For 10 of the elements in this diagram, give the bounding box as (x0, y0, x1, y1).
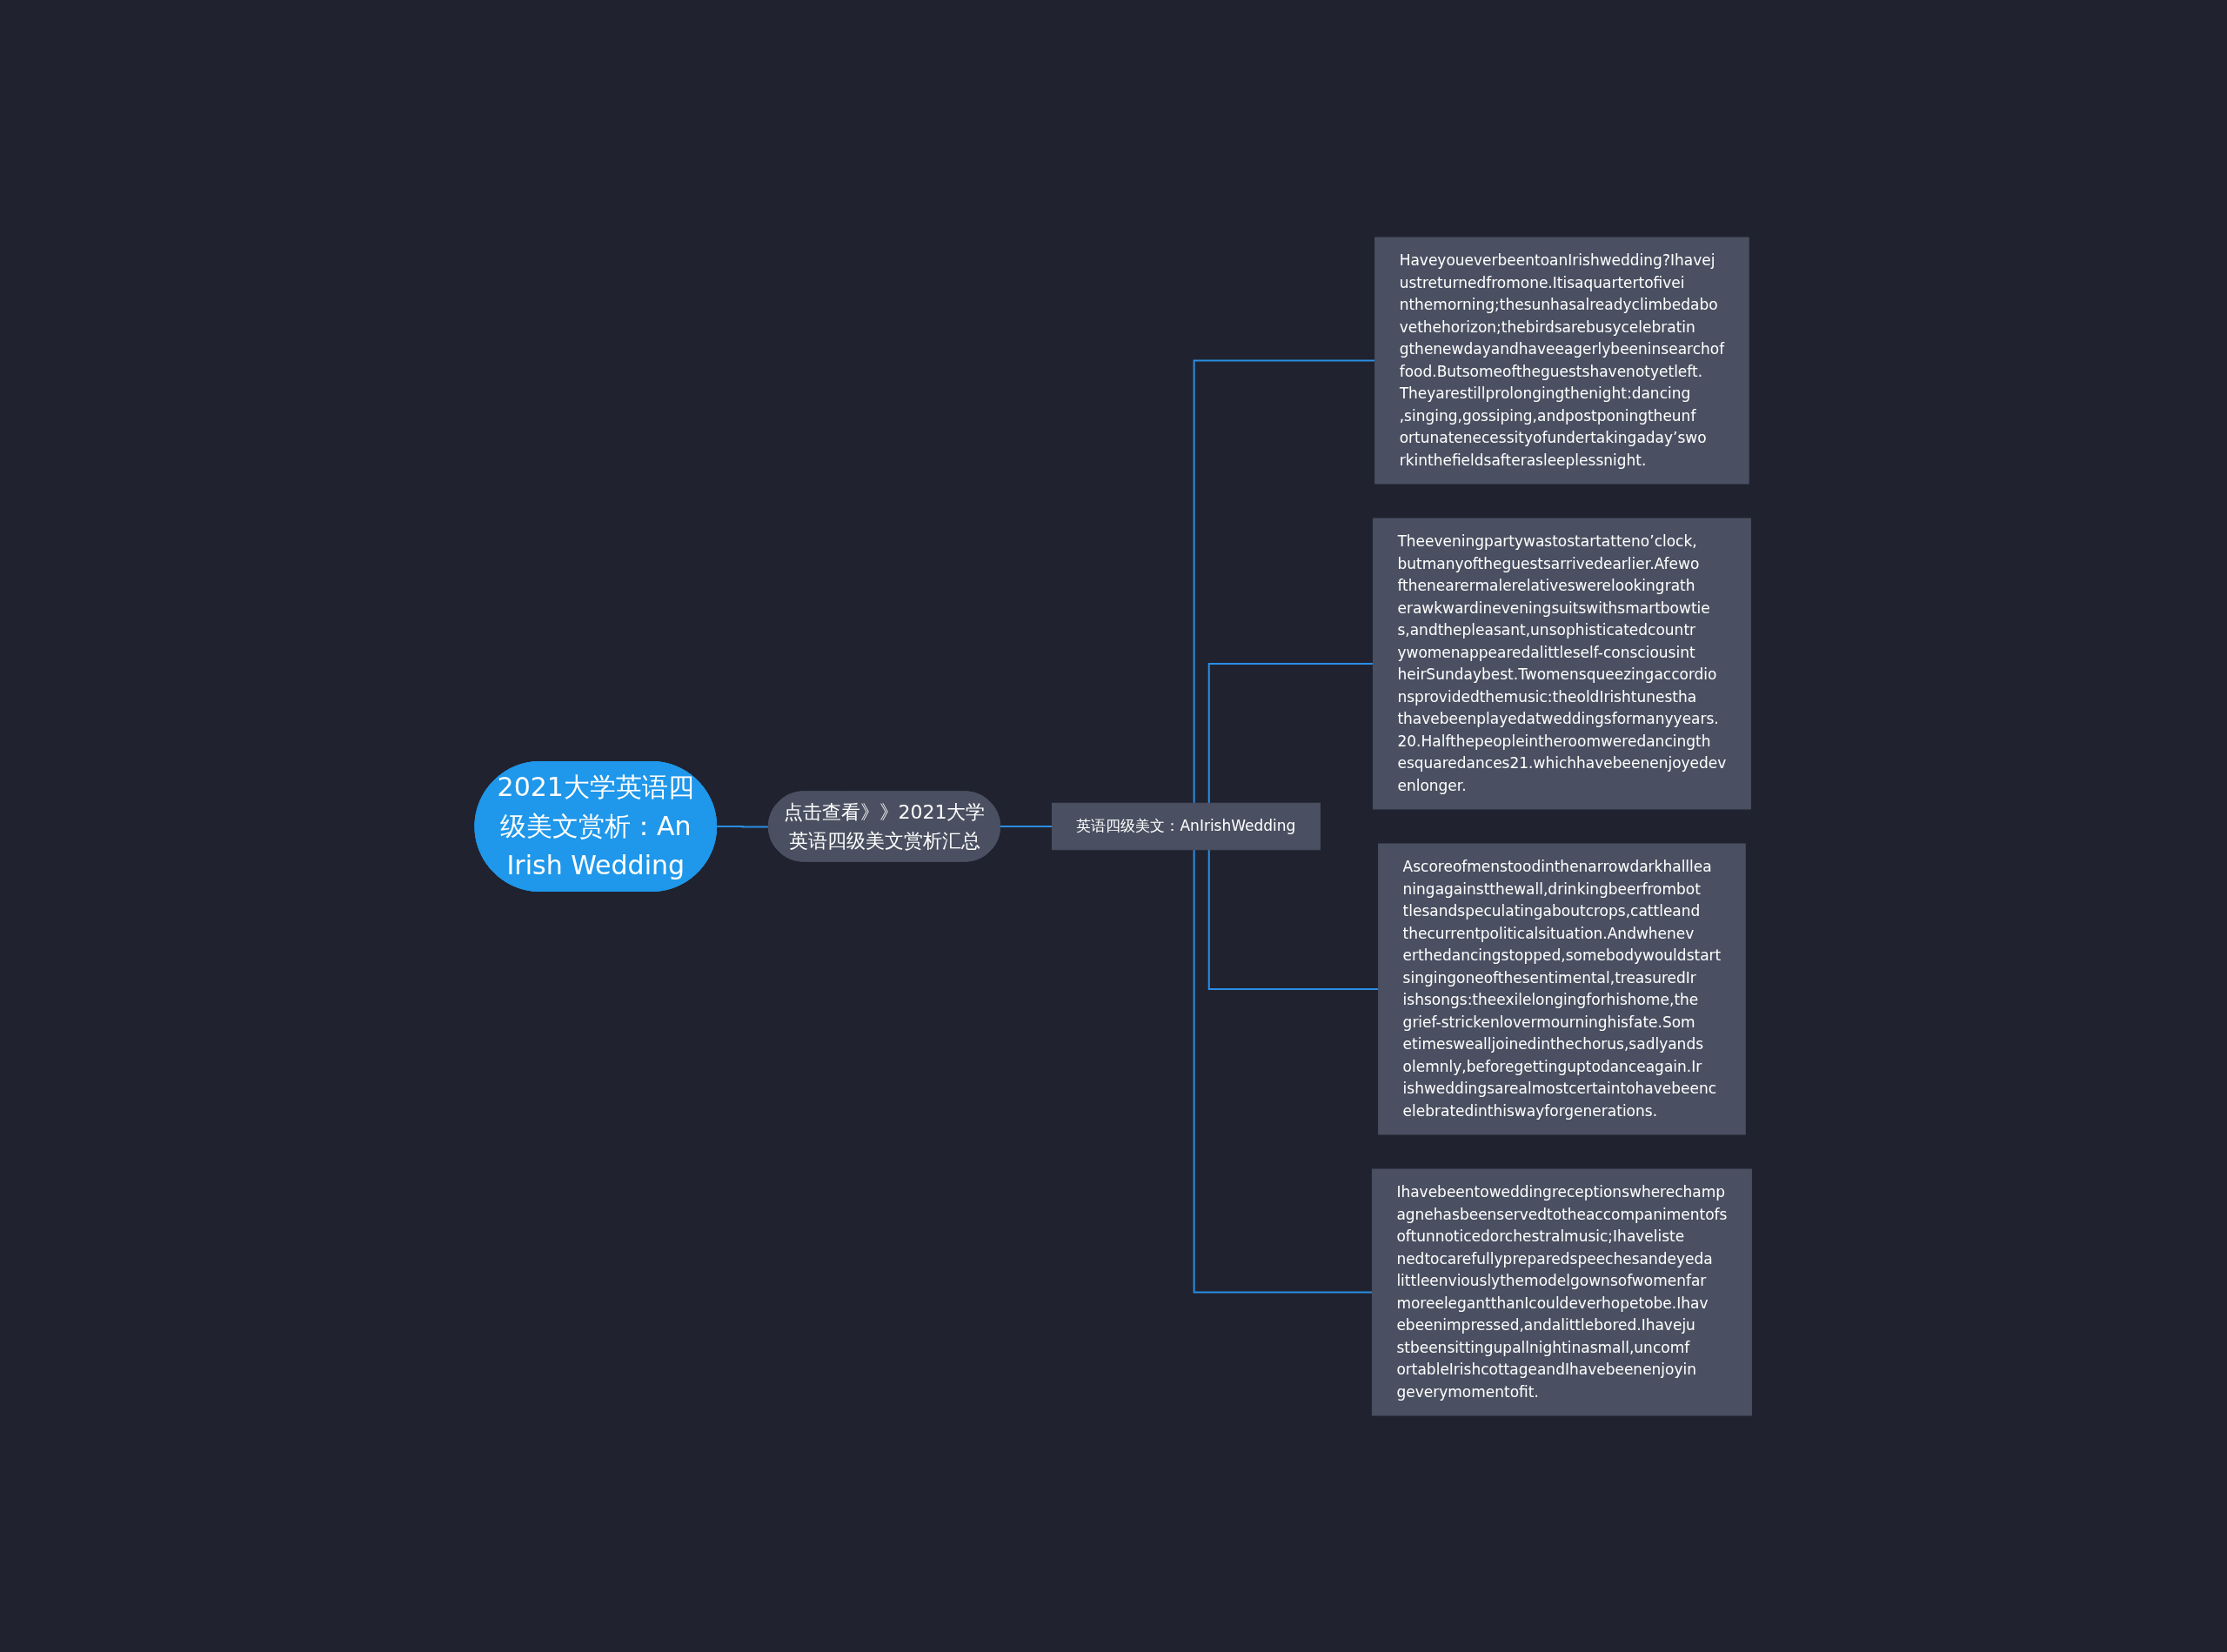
node-box: 英语四级美文：AnIrishWedding (1052, 802, 1321, 850)
node-box: Ihavebeentoweddingreceptionswherechampagnehasbeenservedtotheaccompanimentofsoftunnoticedorchestralmusic;IhavelistenedtocarefullypreparedspeechesandeyedalittleenviouslythemodelgownsofwomenfarmoreelegantthanIcouldeverhopetobe.Ihavebeenimpressed,andalittlebored.Ihavejustbeensittingupallnightinasmall,uncomfortableIrishcottageandIhavebeenenjoyingeverymomentofit. (1372, 1168, 1753, 1415)
node-box: Ascoreofmenstoodinthenarrowdarkhallleaningagainstthewall,drinkingbeerfrombottlesandspeculatingaboutcrops,cattleandthecurrentpoliticalsituation.Andwheneverthedancingstopped,somebodywouldstartsingingoneofthesentimental,treasuredIrishsongs:theexilelongingforhishome,thegrief-strickenlovermourninghisfate.Sometimeswealljoinedinthechorus,sadlyandsolemnly,beforegettinguptodanceagain.Irishweddingsarealmostcertaintohavebeencelebratedinthiswayforgenerations. (1378, 843, 1746, 1134)
node-box: HaveyoueverbeentoanIrishwedding?Ihavejustreturnedfromone.Itisaquartertofiveinthemorning;thesunhasalreadyclimbedabovethehorizon;thebirdsarebusycelebratingthenewdayandhaveeagerlybeeninsearchoffood.Butsomeoftheguestshavenotyetleft.Theyarestillprolongingthenight:dancing,singing,gossiping,andpostponingtheunfortunatenecessityofundertakingaday’sworkinthefieldsafterasleeplessnight. (1374, 237, 1749, 484)
connector (1208, 662, 1374, 804)
connector (1193, 848, 1374, 1293)
connector (1000, 825, 1053, 827)
node-box: Theeveningpartywastostartatteno’clock,butmanyoftheguestsarrivedearlier.Afewofthenearermalerelativeswerelookingratherawkwardineveningsuitswithsmartbowties,andthepleasant,unsophisticatedcountrywomenappearedalittleself-consciousintheirSundaybest.Twomensqueezingaccordionsprovidedthemusic:theoldIrishtunesthathavebeenplayedatweddingsformanyyears.20.Halfthepeopleintheroomweredancingthesquaredances21.whichhavebeenenjoyedevenlonger. (1373, 518, 1752, 809)
connector (1208, 848, 1380, 990)
connector (1193, 359, 1376, 804)
